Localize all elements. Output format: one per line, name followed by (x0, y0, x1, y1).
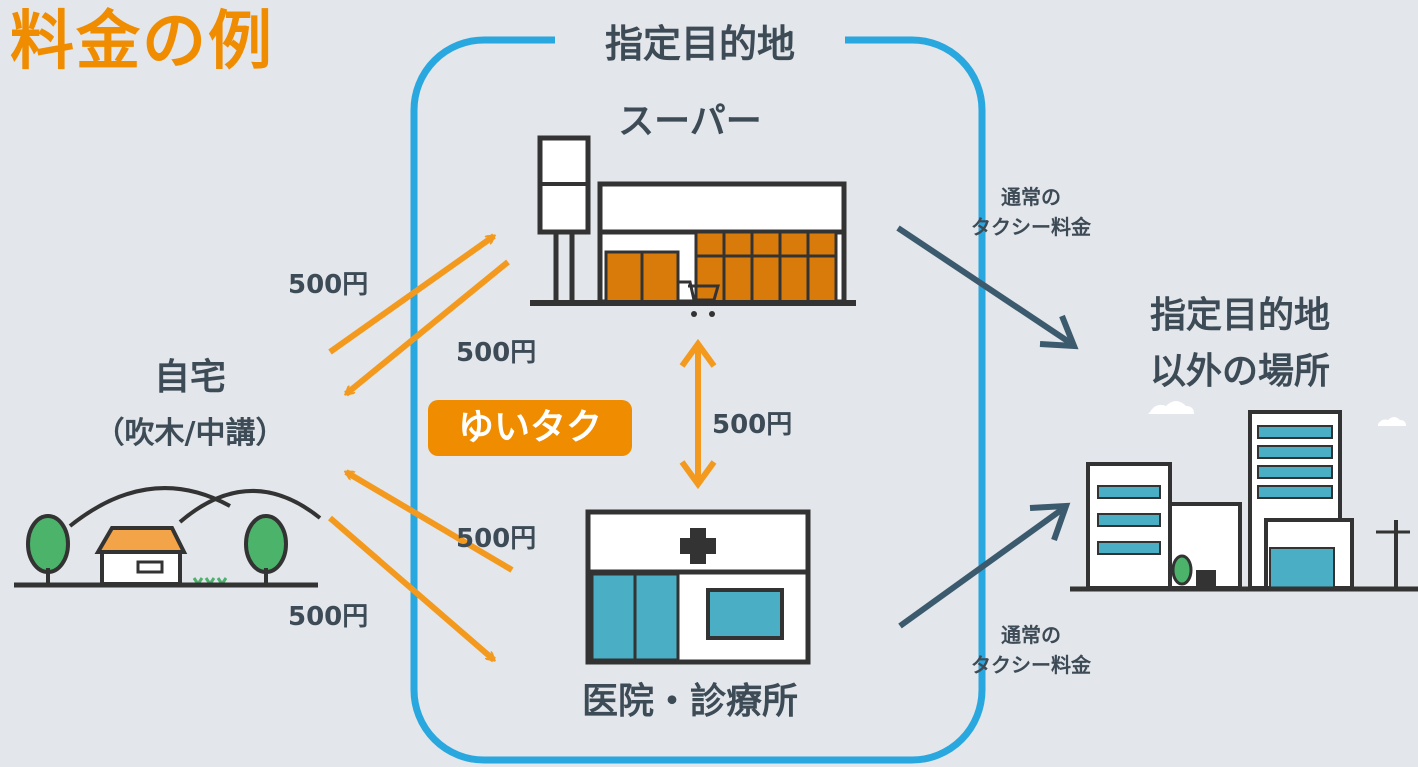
home-label-line2: （吹木/中講） (94, 416, 286, 451)
taxi-note-line2: タクシー料金 (971, 215, 1091, 239)
taxi-note-line1: 通常の (1001, 185, 1061, 209)
fare-arrows (328, 233, 717, 663)
arrow-home-to-clinic (328, 515, 494, 663)
fare-home-to-clinic: 500円 (288, 602, 369, 632)
arrow-clinic-to-home (346, 469, 514, 573)
fare-supermarket-clinic: 500円 (712, 410, 793, 440)
taxi-fare-note-top: 通常の タクシー料金 (946, 182, 1116, 242)
clinic-label: 医院・診療所 (581, 681, 798, 722)
taxi-arrows (896, 225, 1079, 629)
designated-zone-title: 指定目的地 (555, 20, 845, 68)
fare-home-to-supermarket: 500円 (288, 270, 369, 300)
supermarket-icon (530, 135, 856, 317)
arrow-supermarket-to-other (896, 225, 1074, 347)
yuitaku-badge: ゆいタク (428, 400, 632, 456)
arrow-home-to-supermarket (328, 233, 494, 355)
other-place-line1: 指定目的地 (1149, 295, 1330, 336)
fare-supermarket-to-home: 500円 (456, 338, 537, 368)
other-place-line2: 以外の場所 (1149, 351, 1330, 392)
arrow-supermarket-to-home (346, 259, 510, 397)
home-label-line1: 自宅 (153, 357, 226, 398)
home-icon (14, 486, 322, 588)
page-title: 料金の例 (10, 5, 274, 79)
fare-clinic-to-home: 500円 (456, 524, 537, 554)
taxi-fare-note-bottom: 通常の タクシー料金 (946, 620, 1116, 680)
arrow-clinic-to-other (898, 505, 1066, 629)
other-place-label: 指定目的地 以外の場所 (1090, 288, 1390, 400)
taxi-note-line1: 通常の (1001, 623, 1061, 647)
home-label: 自宅 （吹木/中講） (40, 350, 340, 462)
clinic-icon (585, 509, 811, 665)
city-buildings-icon (1070, 401, 1418, 592)
taxi-note-line2: タクシー料金 (971, 653, 1091, 677)
supermarket-label: スーパー (618, 101, 762, 142)
